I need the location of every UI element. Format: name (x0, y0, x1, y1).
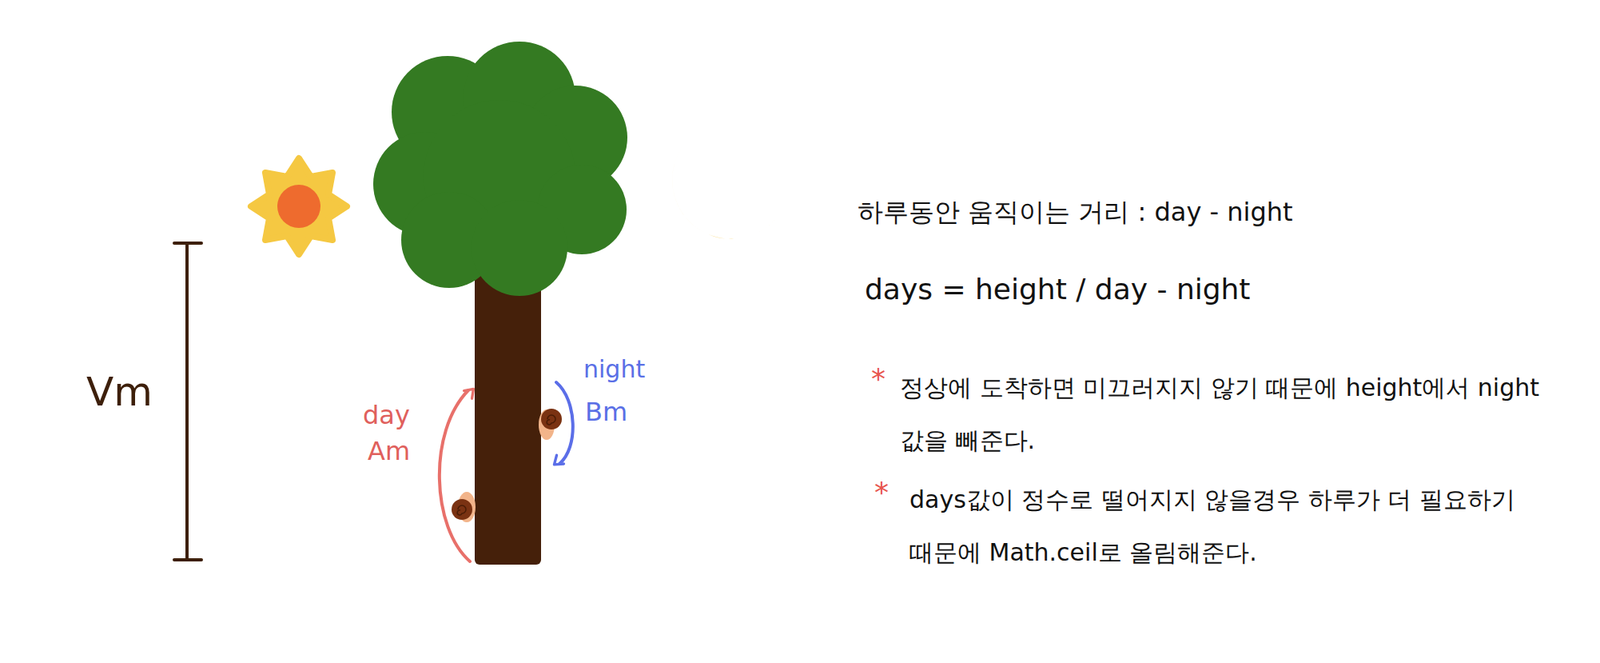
moon (672, 142, 777, 239)
distance-label: Am (367, 435, 410, 466)
note-text: 정상에 도착하면 미끄러지지 않기 때문에 height에서 night 값을 … (899, 361, 1540, 467)
sun (250, 158, 347, 255)
tree-canopy (373, 41, 628, 296)
night-label: night (583, 354, 645, 384)
formula-text: days = height / day - night (864, 271, 1250, 307)
dimension-label: Vm (86, 367, 153, 416)
note-text: days값이 정수로 떨어지지 않을경우 하루가 더 필요하기 때문에 Math… (909, 473, 1533, 579)
distance-label: Bm (585, 396, 628, 427)
bullet-mark: * (871, 361, 886, 396)
snail (451, 491, 476, 522)
tree-trunk (474, 263, 542, 565)
bullet-mark: * (874, 474, 889, 510)
day-arrow (439, 390, 470, 562)
height-bar (174, 242, 202, 560)
snail (538, 408, 562, 440)
day-label: day (362, 399, 410, 430)
note-text: 하루동안 움직이는 거리 : day - night (857, 196, 1294, 227)
